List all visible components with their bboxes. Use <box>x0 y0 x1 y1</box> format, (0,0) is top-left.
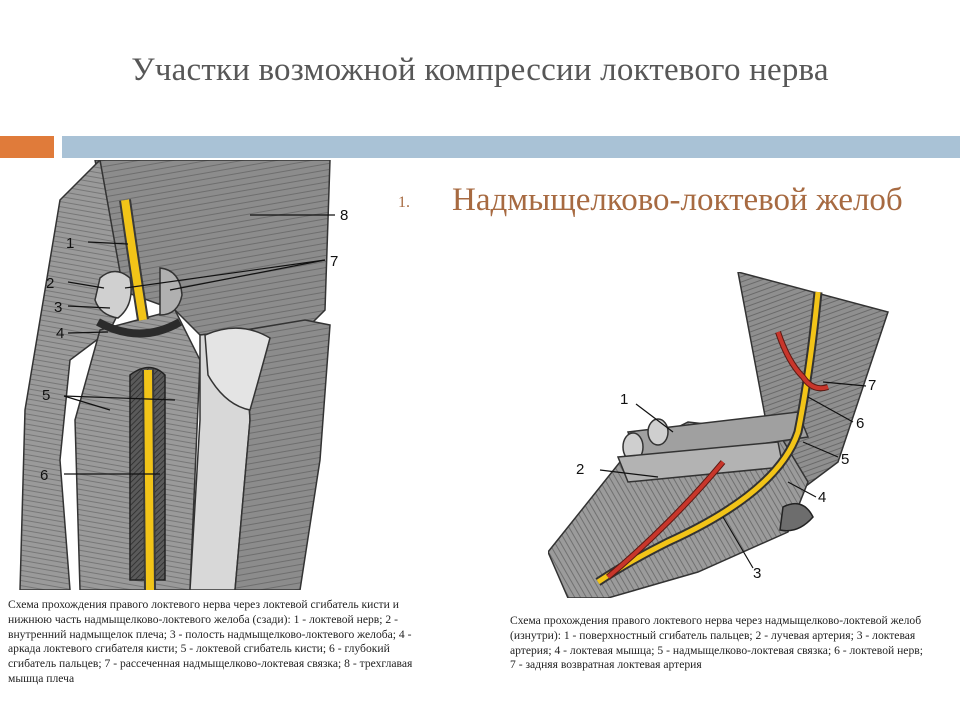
right-fig-label-7: 7 <box>868 377 876 394</box>
elbow-medial-illustration: 1 2 3 4 5 6 7 <box>548 272 889 598</box>
left-fig-label-1: 1 <box>66 235 74 252</box>
right-fig-label-2: 2 <box>576 461 584 478</box>
slide-title: Участки возможной компрессии локтевого н… <box>131 52 829 88</box>
left-fig-label-6: 6 <box>40 467 48 484</box>
left-fig-label-7: 7 <box>330 253 338 270</box>
left-fig-label-5: 5 <box>42 387 50 404</box>
decor-bar-gap <box>0 158 960 160</box>
list-item-number: 1. <box>398 194 410 211</box>
elbow-posterior-illustration: 1 2 3 4 5 6 7 8 <box>19 160 348 590</box>
caption-right: Схема прохождения правого локтевого нерв… <box>510 614 923 672</box>
left-fig-label-2: 2 <box>46 275 54 292</box>
right-fig-label-5: 5 <box>841 451 849 468</box>
left-fig-label-4: 4 <box>56 325 64 342</box>
decor-bar-blue <box>62 136 960 158</box>
list-item-text: Надмыщелково-локтевой желоб <box>452 182 903 218</box>
decor-bar-orange <box>0 136 54 158</box>
right-fig-label-3: 3 <box>753 565 761 582</box>
left-fig-label-8: 8 <box>340 207 348 224</box>
right-fig-label-1: 1 <box>620 391 628 408</box>
right-fig-label-4: 4 <box>818 489 826 506</box>
right-fig-label-6: 6 <box>856 415 864 432</box>
left-fig-label-3: 3 <box>54 299 62 316</box>
caption-left: Схема прохождения правого локтевого нерв… <box>8 598 413 685</box>
